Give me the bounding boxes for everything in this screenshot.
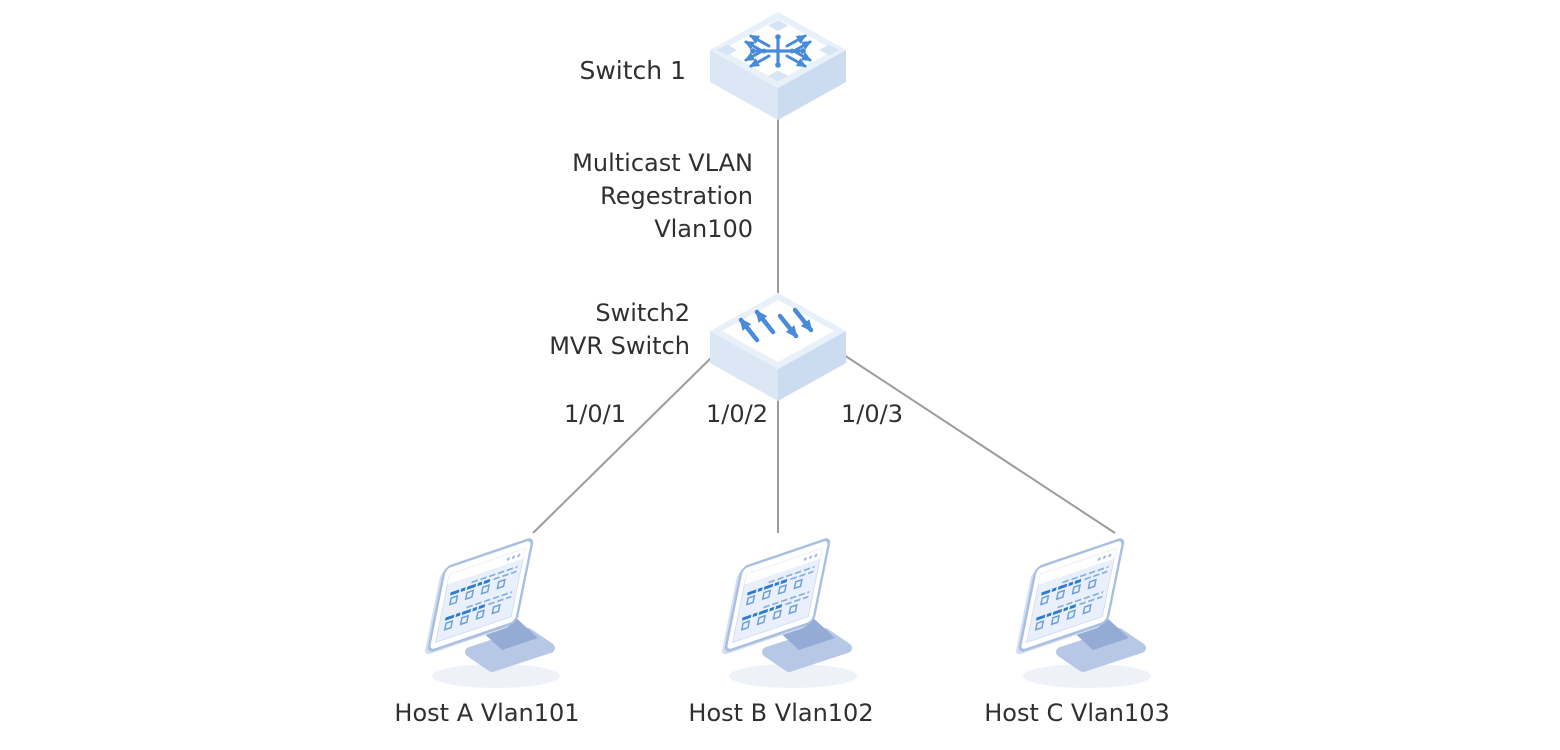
switch1-label: Switch 1 bbox=[579, 56, 686, 85]
desktop-monitor-icon bbox=[424, 538, 560, 688]
host-a-monitor-icon bbox=[408, 525, 588, 695]
switch2-node-icon bbox=[710, 293, 846, 401]
link-switch2-host-a bbox=[532, 354, 715, 534]
port-label-1-0-2: 1/0/2 bbox=[706, 400, 768, 428]
switch2-label: Switch2 MVR Switch bbox=[549, 297, 690, 363]
host-c-monitor-icon bbox=[999, 525, 1179, 695]
switch-chassis bbox=[710, 293, 846, 401]
host-b-monitor-icon bbox=[705, 525, 885, 695]
uplink-label-line2: Regestration bbox=[600, 182, 753, 210]
uplink-label: Multicast VLAN Regestration Vlan100 bbox=[572, 147, 753, 246]
switch1-node-icon bbox=[710, 12, 846, 120]
link-switch2-host-c bbox=[843, 354, 1116, 534]
uplink-label-line3: Vlan100 bbox=[654, 215, 753, 243]
host-c-label: Host C Vlan103 bbox=[984, 699, 1170, 727]
port-label-1-0-1: 1/0/1 bbox=[564, 400, 626, 428]
host-a-label: Host A Vlan101 bbox=[394, 699, 580, 727]
port-label-1-0-3: 1/0/3 bbox=[841, 400, 903, 428]
switch2-name: Switch2 bbox=[595, 299, 690, 327]
desktop-monitor-icon bbox=[721, 538, 857, 688]
switch2-role: MVR Switch bbox=[549, 332, 690, 360]
host-b-label: Host B Vlan102 bbox=[688, 699, 874, 727]
uplink-label-line1: Multicast VLAN bbox=[572, 149, 753, 177]
desktop-monitor-icon bbox=[1015, 538, 1151, 688]
